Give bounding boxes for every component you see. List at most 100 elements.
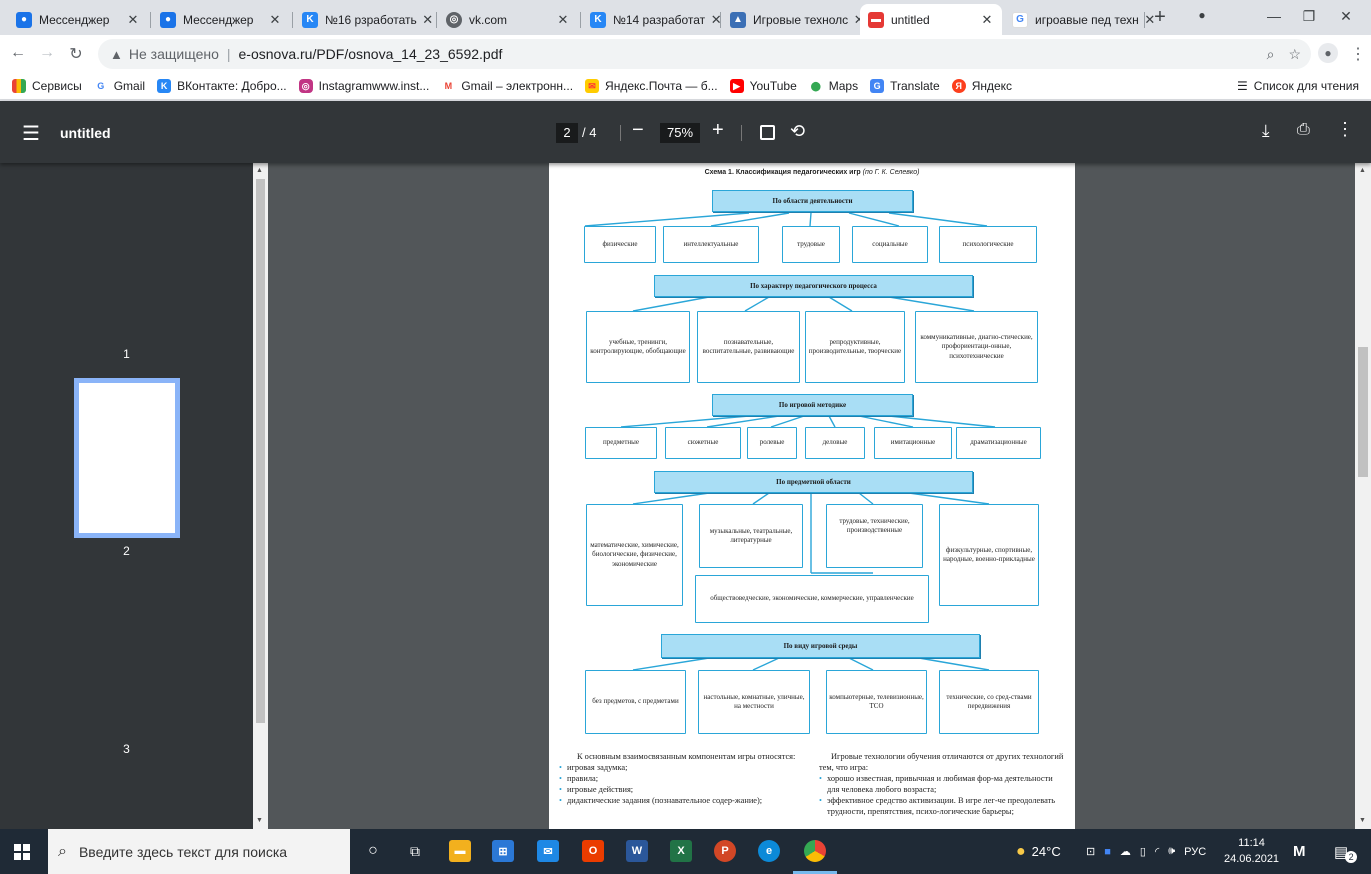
scheme-item: имитационные — [874, 427, 952, 459]
tab-label: Мессенджер — [39, 12, 110, 27]
fit-page-icon[interactable] — [760, 125, 775, 140]
bookmark-yandex-mail[interactable]: ✉Яндекс.Почта — б... — [585, 79, 718, 93]
close-icon[interactable]: ✕ — [981, 11, 993, 27]
tab-5[interactable]: ▲ Игровые технолс ✕ — [722, 4, 865, 35]
scheme-item: социальные — [852, 226, 928, 263]
notifications-button[interactable]: ▤ 2 — [1334, 829, 1358, 874]
scheme-item: настольные, комнатные, уличные, на местн… — [698, 670, 810, 734]
store-icon[interactable]: ⊞ — [492, 840, 514, 862]
scheme-item: технические, со сред-ствами передвижения — [939, 670, 1039, 734]
divider — [620, 125, 621, 141]
forward-button[interactable]: → — [39, 44, 55, 61]
network-icon[interactable]: ⊡ — [1086, 846, 1096, 858]
address-bar[interactable]: ▲ Не защищено | e-osnova.ru/PDF/osnova_1… — [98, 39, 1311, 69]
divider: | — [226, 46, 231, 62]
chrome-icon[interactable] — [804, 840, 826, 862]
zoom-out-button[interactable]: − — [632, 119, 644, 141]
pdf-title: untitled — [60, 125, 111, 141]
tab-0[interactable]: ● Мессенджер ✕ — [8, 4, 148, 35]
menu-dots-icon[interactable]: ⋮ — [1350, 46, 1366, 63]
clock-time: 11:14 — [1238, 837, 1265, 849]
main-scrollbar[interactable]: ▲ ▼ — [1355, 163, 1371, 829]
excel-icon[interactable]: X — [670, 840, 692, 862]
tab-1[interactable]: ● Мессенджер ✕ — [152, 4, 290, 35]
app-tray-icon[interactable]: ■ — [1104, 845, 1111, 858]
onedrive-icon[interactable]: ☁ — [1119, 846, 1131, 858]
zoom-input[interactable]: 75% — [660, 123, 700, 143]
wifi-icon[interactable]: ◜ — [1154, 846, 1160, 858]
bookmark-instagram[interactable]: ◎Instagramwww.inst... — [298, 79, 429, 93]
zoom-in-button[interactable]: + — [712, 119, 724, 141]
reload-button[interactable]: ↻ — [69, 46, 83, 63]
meet-now-icon[interactable]: M — [1293, 843, 1306, 860]
yandex-mail-icon: ✉ — [585, 79, 600, 93]
bookmark-apps[interactable]: Сервисы — [12, 79, 82, 93]
tab-6-active[interactable]: ▬ untitled ✕ — [860, 4, 1002, 35]
profile-icon[interactable]: ● — [1198, 8, 1206, 22]
scheme-item: драматизационные — [956, 427, 1041, 459]
tab-2[interactable]: K №16 рзработать ✕ — [294, 4, 434, 35]
star-icon[interactable]: ☆ — [1288, 46, 1301, 62]
office-icon[interactable]: O — [582, 840, 604, 862]
back-button[interactable]: ← — [10, 44, 26, 61]
clock[interactable]: 11:14 24.06.2021 — [1224, 835, 1279, 867]
bookmark-maps[interactable]: ⬤Maps — [808, 79, 858, 93]
close-icon[interactable]: ✕ — [710, 11, 722, 27]
task-view-icon[interactable]: ⧉ — [410, 842, 420, 859]
warning-icon[interactable]: ▲ — [110, 46, 123, 62]
weather-sun-icon: ● — [1016, 842, 1026, 860]
powerpoint-icon[interactable]: P — [714, 840, 736, 862]
volume-icon[interactable]: 🕪 — [1168, 845, 1176, 857]
scheme-header: По характеру педагогического процесса — [654, 275, 973, 297]
close-window-button[interactable]: ✕ — [1340, 8, 1352, 24]
gmail-icon: M — [441, 79, 456, 93]
more-options-icon[interactable]: ⋮ — [1336, 119, 1354, 139]
mail-icon[interactable]: ✉ — [537, 840, 559, 862]
page-thumbnail[interactable] — [74, 378, 180, 538]
cortana-icon[interactable]: ○ — [368, 842, 378, 859]
bookmark-youtube[interactable]: ▶YouTube — [729, 79, 797, 93]
scheme-item: психологические — [939, 226, 1037, 263]
word-icon[interactable]: W — [626, 840, 648, 862]
vk-icon: K — [157, 79, 172, 93]
url-text[interactable]: e-osnova.ru/PDF/osnova_14_23_6592.pdf — [238, 46, 503, 62]
close-icon[interactable]: ✕ — [852, 12, 866, 28]
close-icon[interactable]: ✕ — [269, 11, 281, 27]
reading-list-button[interactable]: ☰Список для чтения — [1237, 79, 1359, 93]
windows-start-icon[interactable] — [14, 844, 30, 860]
tab-4[interactable]: K №14 разработат ✕ — [582, 4, 722, 35]
close-icon[interactable]: ✕ — [1144, 11, 1156, 27]
download-icon[interactable]: ⤓ — [1262, 121, 1270, 140]
system-tray: ⊡ ■ ☁ ▯ ◜ 🕪 РУС — [1086, 829, 1206, 874]
tab-3[interactable]: ◎ vk.com ✕ — [438, 4, 578, 35]
hamburger-menu-icon[interactable]: ☰ — [22, 123, 40, 145]
tab-7[interactable]: G игроавые пед техн ✕ — [1004, 4, 1155, 35]
print-icon[interactable]: ⎙ — [1297, 121, 1310, 138]
minimize-button[interactable]: — — [1267, 8, 1281, 24]
scheme-item: без предметов, с предметами — [585, 670, 686, 734]
restore-button[interactable]: ❐ — [1302, 8, 1316, 24]
file-explorer-icon[interactable]: ▬ — [449, 840, 471, 862]
language-indicator[interactable]: РУС — [1184, 845, 1207, 858]
page-number-input[interactable]: 2 — [556, 123, 578, 143]
taskbar-search[interactable]: ⌕ Введите здесь текст для поиска — [48, 829, 350, 874]
account-icon[interactable]: ● — [1318, 43, 1338, 63]
close-icon[interactable]: ✕ — [127, 11, 139, 27]
scheme-item: деловые — [805, 427, 865, 459]
close-icon[interactable]: ✕ — [557, 11, 569, 27]
close-icon[interactable]: ✕ — [422, 11, 434, 27]
edge-icon[interactable]: e — [758, 840, 780, 862]
battery-icon[interactable]: ▯ — [1139, 846, 1146, 858]
security-label[interactable]: Не защищено — [128, 46, 219, 62]
rotate-icon[interactable]: ⟲ — [790, 121, 806, 141]
zoom-icon[interactable]: ⌕ — [1266, 46, 1275, 62]
new-tab-button[interactable]: + — [1154, 6, 1166, 28]
tab-label: Мессенджер — [183, 12, 254, 27]
weather-widget[interactable]: ● 24°C — [1016, 829, 1061, 874]
sidebar-scrollbar[interactable]: ▲ ▼ — [253, 163, 268, 829]
